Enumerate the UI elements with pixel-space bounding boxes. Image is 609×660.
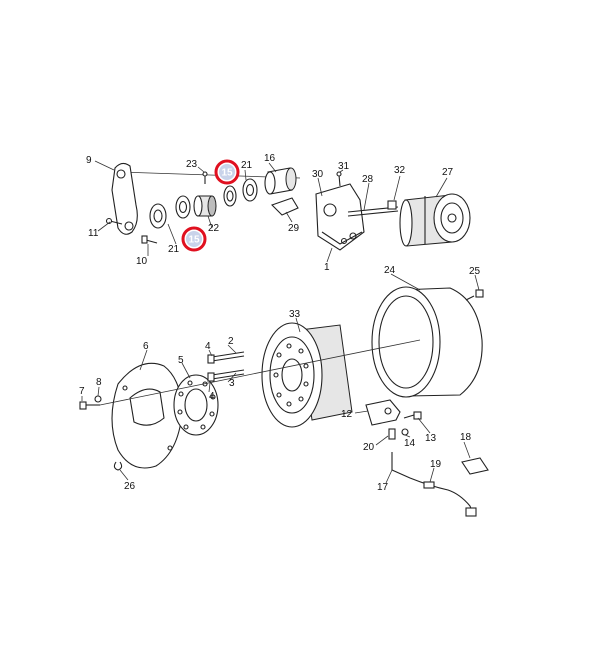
sleeve-part <box>264 167 297 195</box>
highlighted-callout-15-upper[interactable]: 15 <box>214 159 240 185</box>
grease-nipple-part <box>202 171 208 184</box>
highlight-badge-label: 15 <box>221 168 233 179</box>
callout-28: 28 <box>362 174 374 185</box>
hex-bolt-part <box>79 401 100 410</box>
lever-bolt-part <box>141 235 158 244</box>
wheel-hub-part <box>261 322 353 428</box>
washer-part-left <box>149 203 167 229</box>
callout-26: 26 <box>124 481 136 492</box>
callout-2: 2 <box>228 336 234 347</box>
callout-10: 10 <box>136 256 148 267</box>
main-bracket-part <box>315 183 365 251</box>
callout-7: 7 <box>79 386 85 397</box>
callout-3: 3 <box>229 378 235 389</box>
bushing-part <box>193 195 217 217</box>
callout-22: 22 <box>208 223 220 234</box>
callout-13: 13 <box>425 433 437 444</box>
sensor-clip-part <box>401 428 409 436</box>
lower-axis-line <box>99 339 421 406</box>
callout-31: 31 <box>338 161 350 172</box>
brake-drum-part <box>371 286 483 398</box>
washer-part-right <box>223 185 237 207</box>
callout-29: 29 <box>288 223 300 234</box>
callout-20: 20 <box>363 442 375 453</box>
callout-23: 23 <box>186 159 198 170</box>
callout-25: 25 <box>469 266 481 277</box>
lever-screw-part <box>105 217 123 225</box>
stud-bolt-upper-part <box>207 351 245 364</box>
callout-19: 19 <box>430 459 442 470</box>
callout-16: 16 <box>264 153 276 164</box>
callout-labels: 9 11 10 21 23 22 21 16 29 30 31 28 32 27… <box>79 153 481 493</box>
callout-1: 1 <box>324 262 330 273</box>
seal-ring-part <box>175 195 191 219</box>
tone-ring-part <box>173 374 219 436</box>
callout-24: 24 <box>384 265 396 276</box>
abs-sensor-cable-part <box>391 452 477 517</box>
callout-6: 6 <box>143 341 149 352</box>
callout-27: 27 <box>442 167 454 178</box>
sensor-bracket-part <box>365 399 401 426</box>
callout-32: 32 <box>394 165 406 176</box>
highlight-badge-label: 15 <box>188 235 200 246</box>
leader-lines <box>81 160 480 484</box>
numbered-circle-icon <box>186 231 202 247</box>
callout-11: 11 <box>88 228 99 239</box>
pin-part <box>336 171 342 187</box>
callout-30: 30 <box>312 169 324 180</box>
small-nut-part <box>94 395 102 403</box>
bracket-bolt-part <box>403 411 422 420</box>
callout-8: 8 <box>96 377 102 388</box>
backing-plate-part <box>111 362 183 469</box>
callout-4-lower: 4 <box>209 391 215 402</box>
callout-21-right: 21 <box>241 160 253 171</box>
callout-21-left: 21 <box>168 244 180 255</box>
numbered-circle-icon <box>219 164 235 180</box>
clip-part <box>113 461 123 471</box>
stud-bolt-lower-part <box>207 369 245 382</box>
small-bracket-part <box>270 197 299 216</box>
cable-clip-part <box>461 457 489 475</box>
callout-18: 18 <box>460 432 472 443</box>
drum-screw-part <box>465 289 484 301</box>
callout-5: 5 <box>178 355 184 366</box>
callout-33: 33 <box>289 309 301 320</box>
callout-14: 14 <box>404 438 416 449</box>
callout-4-upper: 4 <box>205 341 211 352</box>
callout-17: 17 <box>377 482 389 493</box>
nut-part <box>387 200 397 210</box>
sensor-sleeve-part <box>388 428 396 440</box>
brake-chamber-part <box>399 193 471 247</box>
lever-arm-part <box>111 162 138 235</box>
callout-9: 9 <box>86 155 92 166</box>
seal-ring-part-right <box>242 178 258 202</box>
callout-12: 12 <box>341 409 353 420</box>
highlighted-callout-15-lower[interactable]: 15 <box>181 226 207 252</box>
